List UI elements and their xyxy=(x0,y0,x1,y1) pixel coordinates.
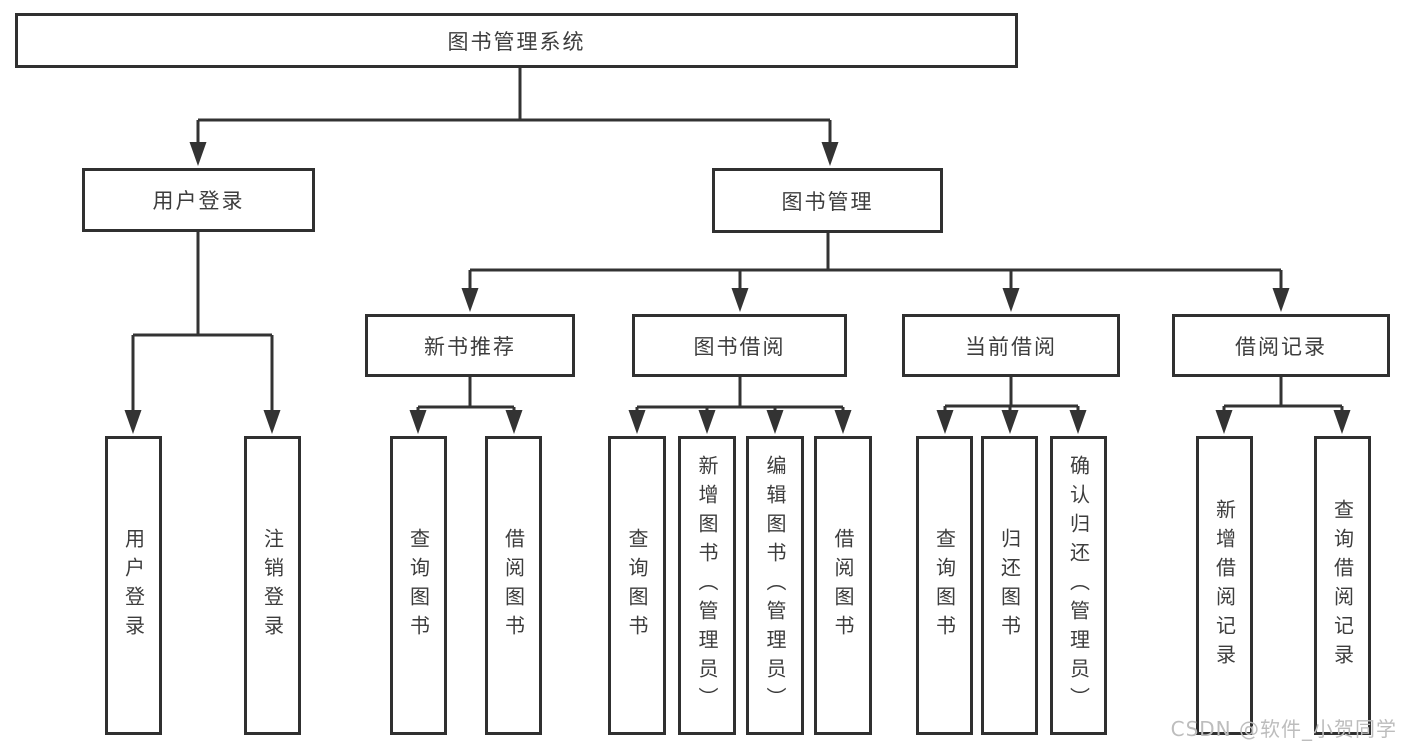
leaf-label: 查询图书 xyxy=(932,527,957,644)
node-new-book-recommend: 新书推荐 xyxy=(365,314,575,377)
node-user-login: 用户登录 xyxy=(82,168,315,232)
arrowheads xyxy=(124,142,1351,434)
edge-newbook-to-leaves xyxy=(416,377,516,416)
edge-userlogin-to-leaves xyxy=(131,232,274,416)
leaf-query-borrow-record: 查询借阅记录 xyxy=(1314,436,1371,735)
leaf-label: 确认归还（管理员） xyxy=(1066,455,1091,716)
leaf-query-books-2: 查询图书 xyxy=(608,436,666,735)
leaf-label: 新增图书（管理员） xyxy=(695,455,719,716)
leaf-label: 用户登录 xyxy=(121,527,146,644)
edge-bookborrow-to-leaves xyxy=(635,377,845,416)
leaf-return-books: 归还图书 xyxy=(981,436,1038,735)
edge-borrowrecord-to-leaves xyxy=(1222,377,1344,416)
leaf-label: 借阅图书 xyxy=(501,527,526,644)
leaf-label: 注销登录 xyxy=(260,527,285,644)
csdn-watermark: CSDN @软件_小贺同学 xyxy=(1170,717,1397,741)
node-book-borrow: 图书借阅 xyxy=(632,314,847,377)
leaf-query-books-1: 查询图书 xyxy=(390,436,447,735)
leaf-edit-books-admin: 编辑图书（管理员） xyxy=(746,436,804,735)
leaf-add-books-admin: 新增图书（管理员） xyxy=(678,436,736,735)
node-root-library-system: 图书管理系统 xyxy=(15,13,1018,68)
leaf-logout: 注销登录 xyxy=(244,436,301,735)
node-borrow-records: 借阅记录 xyxy=(1172,314,1390,377)
edge-root-to-level2 xyxy=(196,68,832,146)
leaf-label: 新增借阅记录 xyxy=(1212,498,1237,673)
edge-bookmgmt-to-level3 xyxy=(468,233,1283,294)
node-book-management: 图书管理 xyxy=(712,168,943,233)
leaf-user-login: 用户登录 xyxy=(105,436,162,735)
leaf-label: 编辑图书（管理员） xyxy=(763,455,787,716)
node-current-borrow: 当前借阅 xyxy=(902,314,1120,377)
leaf-label: 归还图书 xyxy=(997,527,1022,644)
leaf-confirm-return-admin: 确认归还（管理员） xyxy=(1050,436,1107,735)
leaf-label: 查询图书 xyxy=(406,527,431,644)
leaf-borrow-books-2: 借阅图书 xyxy=(814,436,872,735)
leaf-add-borrow-record: 新增借阅记录 xyxy=(1196,436,1253,735)
leaf-borrow-books-1: 借阅图书 xyxy=(485,436,542,735)
leaf-label: 查询图书 xyxy=(625,527,649,644)
leaf-query-books-3: 查询图书 xyxy=(916,436,973,735)
leaf-label: 查询借阅记录 xyxy=(1330,498,1355,673)
leaf-label: 借阅图书 xyxy=(831,527,855,644)
